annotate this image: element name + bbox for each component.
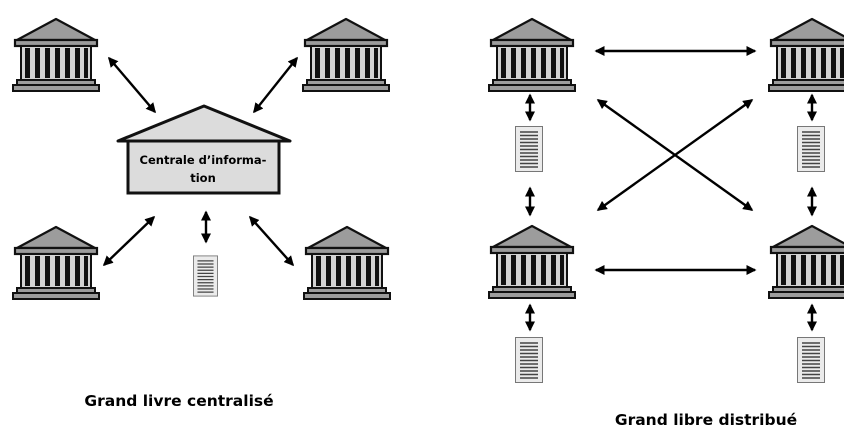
centralized-caption: Grand livre centralisé <box>84 392 273 410</box>
bank-building-icon <box>487 224 577 300</box>
bank-building-icon <box>302 225 392 301</box>
document-icon <box>514 336 544 384</box>
connection-arrow <box>253 56 298 114</box>
connection-arrow <box>248 215 295 267</box>
document-icon <box>514 125 544 173</box>
distributed-caption: Grand libre distribué <box>615 411 797 429</box>
bank-building-icon <box>301 17 391 93</box>
distributed-ledger-panel: Grand libre distribué <box>487 17 844 429</box>
house-icon <box>116 104 292 143</box>
document-icon <box>796 336 826 384</box>
connection-arrow <box>596 99 754 211</box>
connection-arrow <box>102 215 156 267</box>
document-icon <box>796 125 826 173</box>
bank-building-icon <box>767 17 844 93</box>
bank-building-icon <box>767 224 844 300</box>
central-information-hub: Centrale d’informa- tion <box>116 104 292 195</box>
connection-arrow <box>108 56 156 114</box>
centralized-ledger-panel: Centrale d’informa- tion Grand livre cen… <box>11 17 392 410</box>
hub-label: Centrale d’informa- <box>140 153 267 167</box>
document-icon <box>192 255 219 297</box>
bank-building-icon <box>11 225 101 301</box>
bank-building-icon <box>487 17 577 93</box>
bank-building-icon <box>11 17 101 93</box>
hub-label: tion <box>190 171 216 185</box>
